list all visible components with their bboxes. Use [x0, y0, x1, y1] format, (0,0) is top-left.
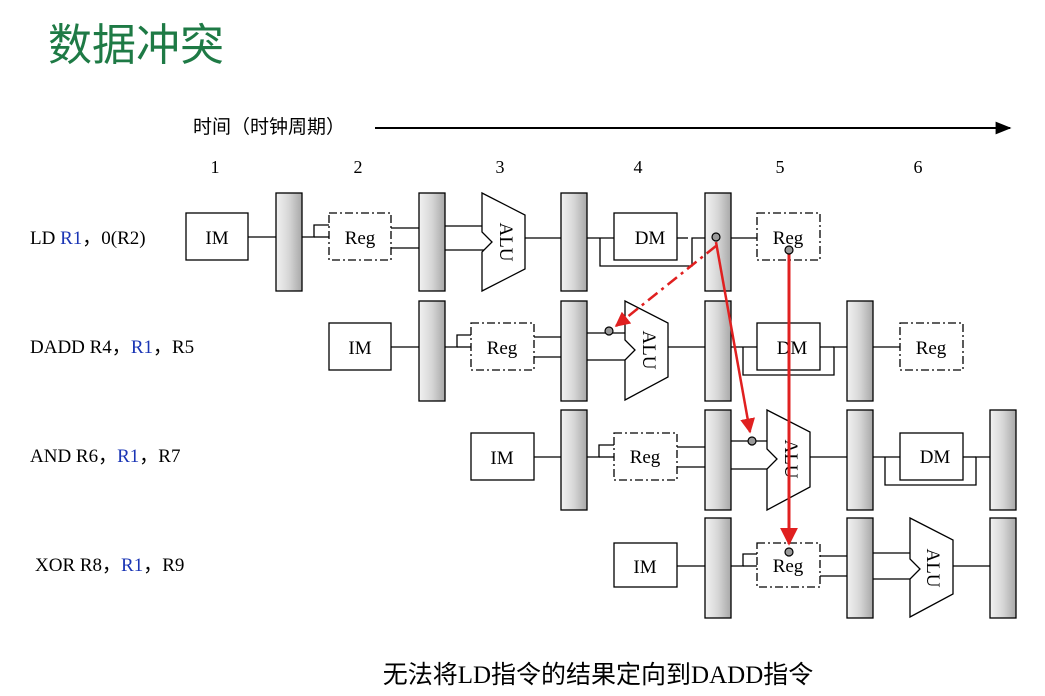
- alu-label: ALU: [638, 330, 659, 369]
- reg-stage: [328, 212, 392, 261]
- reg-label: Reg: [630, 447, 661, 468]
- cycle-numbers: 1 2 3 4 5 6: [211, 157, 923, 177]
- pipeline-latch: [560, 300, 588, 402]
- instruction-label-xor: XOR R8，R1，R9: [35, 555, 184, 576]
- cycle-number: 5: [776, 157, 785, 177]
- forwarding-arrow-ld-to-dadd: [614, 245, 717, 327]
- cycle-number: 3: [496, 157, 505, 177]
- pipeline-latch: [989, 409, 1017, 511]
- pipeline-row-dadd: [328, 299, 964, 402]
- dm-label: DM: [635, 228, 666, 249]
- reg-stage: [470, 322, 535, 371]
- im-label: IM: [205, 228, 228, 249]
- cycle-number: 6: [914, 157, 923, 177]
- pipeline-row-ld: [185, 191, 821, 293]
- im-stage: [470, 432, 535, 481]
- pipeline-latch: [846, 409, 874, 511]
- reg-label: Reg: [773, 228, 804, 249]
- dm-label: DM: [777, 338, 808, 359]
- dm-label: DM: [920, 447, 951, 468]
- reg-label: Reg: [487, 338, 518, 359]
- pipeline-latch: [846, 517, 874, 619]
- connection-dots: [604, 232, 794, 557]
- im-label: IM: [490, 448, 513, 469]
- alu-stage: [909, 516, 954, 619]
- alu-stage: [481, 191, 526, 293]
- dm-stage: [899, 432, 964, 481]
- instruction-label-dadd: DADD R4，R1，R5: [30, 337, 194, 358]
- pipeline-latch: [704, 192, 732, 292]
- cycle-number: 2: [354, 157, 363, 177]
- im-stage: [328, 322, 392, 371]
- pipeline-latch: [704, 517, 732, 619]
- alu-label: ALU: [922, 548, 943, 587]
- slide-title: 数据冲突: [48, 21, 224, 70]
- pipeline-latch: [989, 517, 1017, 619]
- pipeline-latch: [418, 300, 446, 402]
- im-stage: [613, 542, 678, 588]
- im-label: IM: [348, 338, 371, 359]
- reg-stage: [613, 432, 678, 481]
- forwarding-arrow-ld-to-and: [714, 241, 756, 434]
- forwarding-paths: [614, 241, 798, 546]
- cycle-number: 4: [634, 157, 643, 177]
- reg-stage: [899, 322, 964, 371]
- alu-stage: [624, 299, 669, 402]
- instruction-label-and: AND R6，R1，R7: [30, 446, 180, 467]
- im-label: IM: [633, 557, 656, 578]
- pipeline-row-and: [470, 408, 1017, 512]
- pipeline-latch: [418, 192, 446, 292]
- pipeline-row-xor: [613, 516, 1017, 619]
- dm-stage: [613, 212, 678, 261]
- pipeline-latch: [560, 192, 588, 292]
- time-axis-label: 时间（时钟周期）: [193, 116, 345, 138]
- pipeline-latch: [275, 192, 303, 292]
- reg-label: Reg: [345, 228, 376, 249]
- alu-label: ALU: [495, 222, 516, 261]
- pipeline-latch: [846, 300, 874, 402]
- pipeline-latch: [560, 409, 588, 511]
- reg-label: Reg: [773, 556, 804, 577]
- pipeline-latch: [704, 300, 732, 402]
- pipeline-latch: [704, 409, 732, 511]
- cycle-number: 1: [211, 157, 220, 177]
- instruction-label-ld: LD R1，0(R2): [30, 228, 146, 249]
- slide-caption: 无法将LD指令的结果定向到DADD指令: [383, 661, 814, 689]
- reg-label: Reg: [916, 338, 947, 359]
